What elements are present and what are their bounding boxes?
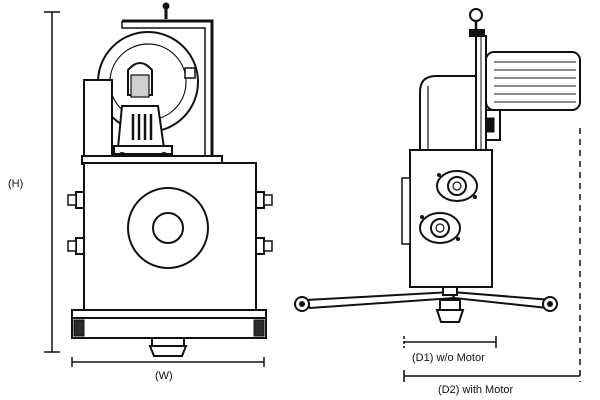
height-label: (H)	[8, 178, 23, 190]
front-column	[83, 79, 113, 166]
front-outlet-nozzle	[148, 337, 188, 357]
vertical-arm	[475, 35, 487, 157]
front-center-port	[127, 187, 209, 269]
side-upper-port	[436, 170, 478, 202]
gear-motor	[113, 62, 173, 160]
left-side-lugs	[67, 191, 85, 255]
motor-housing	[419, 75, 477, 151]
width-label: (W)	[155, 370, 173, 382]
electric-motor	[485, 51, 581, 141]
front-view	[67, 2, 273, 357]
front-bottom-frame	[71, 309, 267, 339]
support-legs	[294, 290, 558, 312]
right-side-lugs	[255, 191, 273, 255]
depth-with-motor-label: (D2) with Motor	[438, 384, 514, 396]
depth-without-motor-label: (D1) w/o Motor	[412, 352, 485, 364]
lifting-eye	[469, 8, 485, 37]
side-outlet-nozzle	[435, 286, 465, 323]
side-body-flange	[401, 177, 411, 245]
side-lower-port	[419, 212, 461, 244]
top-bracket	[121, 2, 214, 160]
side-view	[294, 8, 581, 323]
dimension-lines	[44, 11, 581, 382]
